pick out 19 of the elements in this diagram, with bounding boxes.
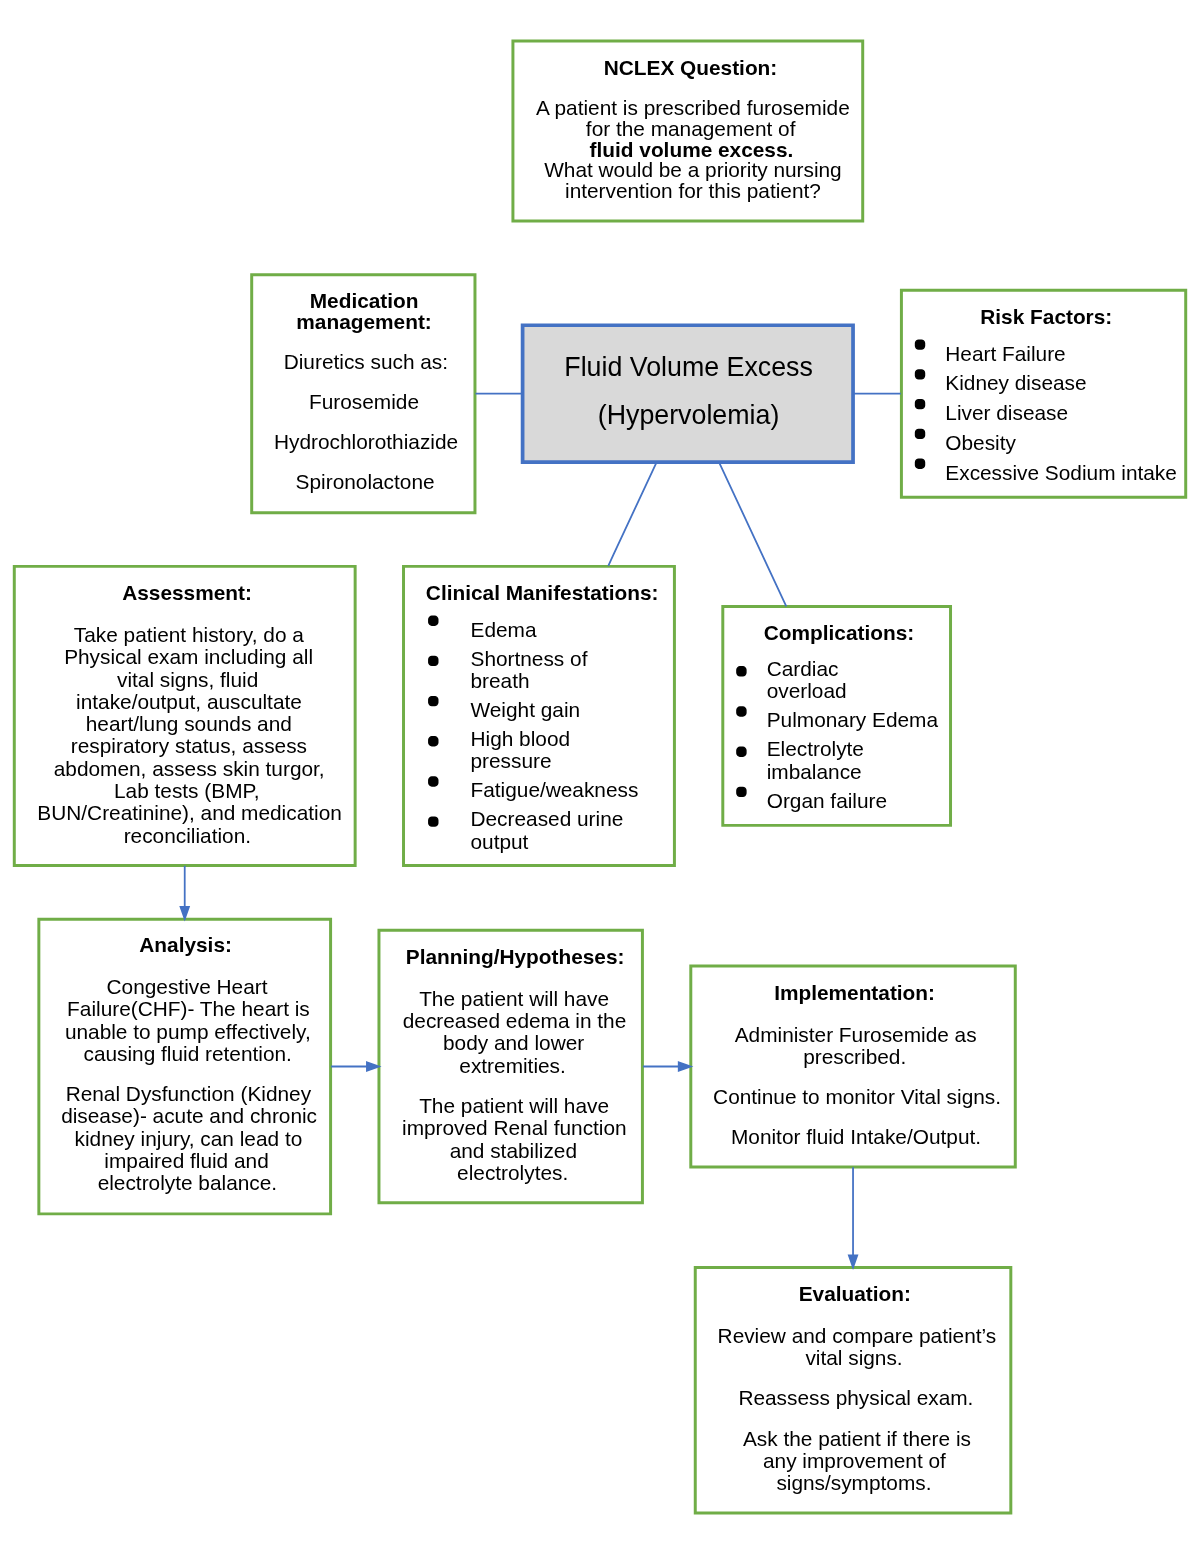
node-box: Clinical Manifestations: Edema Shortness of breath Weight gain High blood pressure Fatigue/weakness Decreased urine output: [402, 564, 676, 867]
node-box: Analysis: Congestive Heart Failure(CHF)- The heart is unable to pump effectively, causing fluid retention. Renal Dysfunction (Kidney disease)- acute and chronic kidney injury, can lead to impaired fluid and electrolyte balance.: [37, 917, 333, 1215]
connector: [718, 461, 788, 607]
arrow: [642, 1060, 694, 1072]
node-box: Planning/Hypotheses: The patient will have decreased edema in the body and lower extremities. The patient will have improved Renal function and stabilized electrolytes.: [377, 928, 644, 1204]
node-box: Complications: Cardiac overload Pulmonary Edema Electrolyte imbalance Organ failure: [721, 604, 952, 827]
arrow: [179, 864, 191, 921]
node-box: Assessment: Take patient history, do a Physical exam including all vital signs, fluid intake/output, auscultate heart/lung sounds and respiratory status, assess abdomen, assess skin turgor, Lab tests (BMP, BUN/Creatinine), and medication reconciliation.: [12, 564, 357, 867]
node-box: Medication management: Diuretics such as: Furosemide Hydrochlorothiazide Spironolactone: [250, 272, 477, 514]
node-box: Implementation: Administer Furosemide as prescribed. Continue to monitor Vital signs. Monitor fluid Intake/Output.: [689, 964, 1017, 1168]
connector: [474, 392, 524, 395]
arrow: [330, 1060, 382, 1072]
node-box: NCLEX Question: A patient is prescribed furosemide for the management of fluid volume excess. What would be a priority nursing intervention for this patient?: [511, 38, 865, 223]
connector: [607, 461, 658, 567]
node-box: Fluid Volume Excess (Hypervolemia): [520, 322, 855, 464]
node-box: Risk Factors: Heart Failure Kidney disease Liver disease Obesity Excessive Sodium intake: [899, 288, 1188, 499]
arrow: [847, 1165, 859, 1270]
connector: [852, 392, 902, 395]
node-box: Evaluation: Review and compare patient’s vital signs. Reassess physical exam. Ask the patient if there is any improvement of signs/symptoms.: [693, 1265, 1013, 1515]
